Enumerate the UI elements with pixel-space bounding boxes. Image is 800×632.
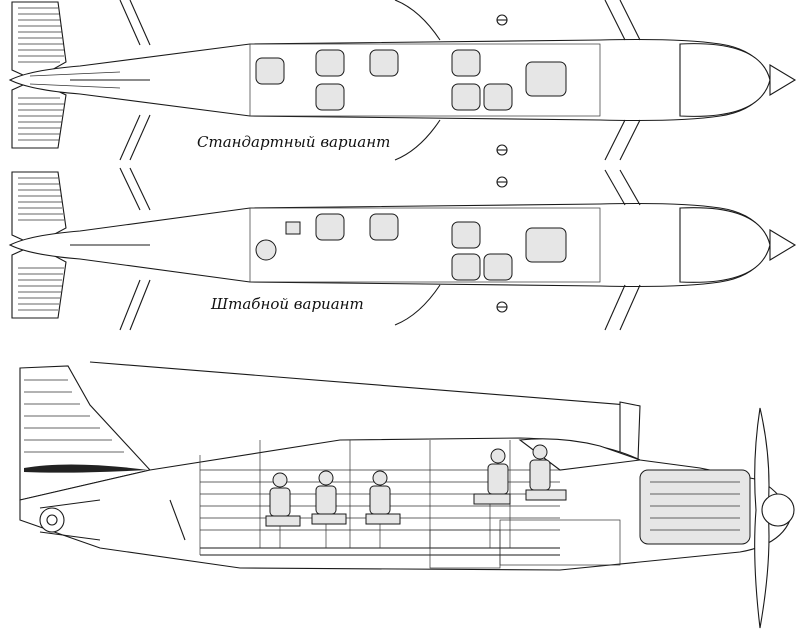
engine-cowling bbox=[679, 43, 771, 117]
passengers bbox=[265, 444, 567, 527]
top-view-staff bbox=[8, 167, 797, 331]
engine bbox=[639, 469, 751, 545]
tailplane bbox=[11, 171, 67, 319]
tail-marking bbox=[24, 464, 148, 473]
propeller bbox=[754, 407, 770, 629]
caption-standard-variant: Стандартный вариант bbox=[197, 133, 391, 151]
seats-staff bbox=[255, 213, 567, 281]
caption-staff-variant: Штабной вариант bbox=[211, 295, 364, 313]
side-view-cutaway bbox=[19, 361, 795, 629]
top-view-standard bbox=[8, 0, 797, 161]
seats-standard bbox=[255, 49, 567, 111]
tailplane bbox=[11, 1, 67, 149]
engine-cowling bbox=[679, 207, 771, 283]
wing-lines bbox=[119, 0, 641, 161]
tail-wheel bbox=[39, 507, 65, 533]
